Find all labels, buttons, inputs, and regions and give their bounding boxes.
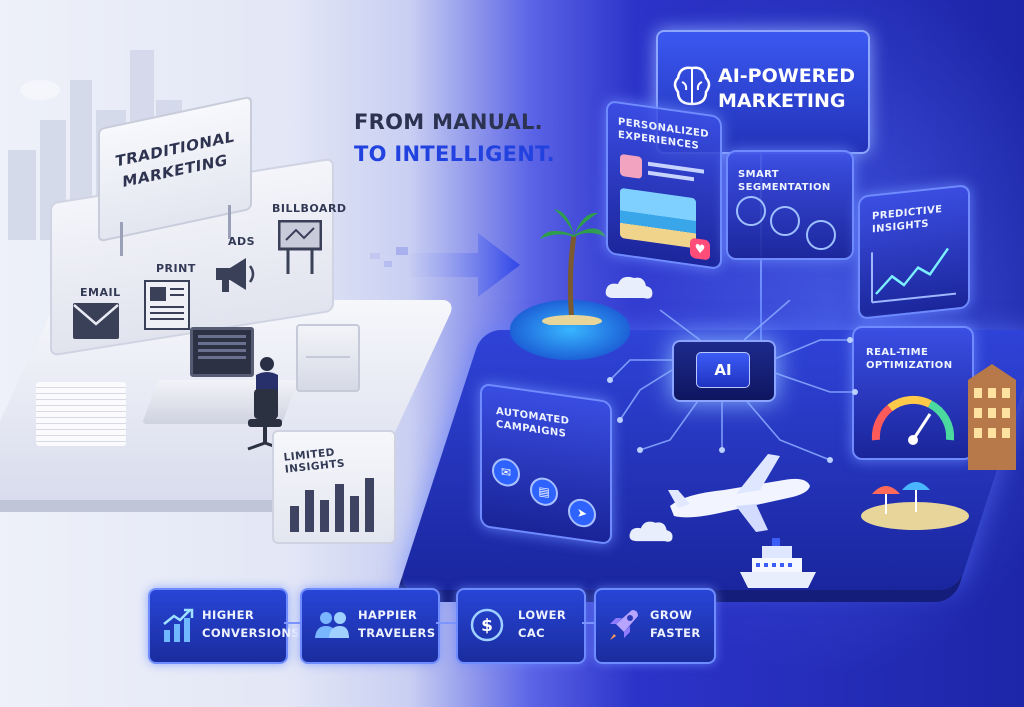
benefit-label: GROW FASTER bbox=[650, 608, 701, 640]
channel-ads-label: ADS bbox=[228, 235, 256, 248]
ai-chip: AI bbox=[672, 340, 776, 402]
personalized-experiences-panel: PERSONALIZED EXPERIENCES ♥ bbox=[606, 99, 722, 271]
sign-post bbox=[120, 222, 123, 256]
sign-post bbox=[228, 205, 231, 239]
real-time-optimization-panel: REAL-TIME OPTIMIZATION bbox=[852, 326, 974, 460]
speedometer-gauge-icon bbox=[871, 395, 955, 445]
user-avatar-icon bbox=[620, 153, 642, 179]
realtime-title: REAL-TIME OPTIMIZATION bbox=[866, 347, 953, 371]
smart-segmentation-panel: SMART SEGMENTATION bbox=[726, 150, 854, 260]
dollar-coin-icon: $ bbox=[470, 608, 504, 642]
ai-title: AI-POWERED MARKETING bbox=[718, 65, 856, 112]
trend-line-icon bbox=[871, 247, 956, 304]
benefit-connector bbox=[284, 622, 300, 624]
rocket-icon bbox=[610, 610, 638, 640]
benefit-connector bbox=[582, 622, 594, 624]
cloud-icon bbox=[605, 276, 653, 299]
benefit-label: HIGHER CONVERSIONS bbox=[202, 608, 301, 640]
channel-print-label: PRINT bbox=[156, 262, 196, 275]
paper-stack bbox=[36, 382, 126, 446]
benefit-label: LOWER CAC bbox=[518, 608, 567, 640]
desktop-monitor-icon bbox=[190, 327, 254, 377]
megaphone-icon bbox=[212, 252, 258, 296]
limited-insights-label: LIMITED INSIGHTS bbox=[283, 446, 346, 476]
user-circle-icon bbox=[736, 196, 766, 226]
monitor-screen bbox=[198, 335, 246, 361]
billboard-icon bbox=[278, 220, 322, 274]
heart-icon: ♥ bbox=[690, 237, 710, 261]
headline-line-2: TO INTELLIGENT. bbox=[354, 142, 555, 166]
limited-insights-card: LIMITED INSIGHTS bbox=[272, 430, 396, 544]
email-circle-icon: ✉ bbox=[492, 456, 520, 489]
predictive-insights-panel: PREDICTIVE INSIGHTS bbox=[858, 184, 970, 320]
benefit-connector bbox=[436, 622, 456, 624]
headline: FROM MANUAL. TO INTELLIGENT. bbox=[354, 110, 555, 166]
channel-billboard-label: BILLBOARD bbox=[272, 202, 347, 215]
brain-icon bbox=[673, 66, 711, 106]
traditional-title: TRADITIONAL MARKETING bbox=[115, 127, 235, 192]
benefit-higher-conversions: HIGHER CONVERSIONS bbox=[148, 588, 301, 664]
bar-chart-up-icon bbox=[163, 608, 194, 642]
automated-title: AUTOMATED CAMPAIGNS bbox=[496, 405, 570, 440]
bar-chart-icon bbox=[290, 478, 374, 532]
newspaper-icon bbox=[144, 280, 190, 330]
cruise-ship-icon bbox=[740, 538, 816, 588]
circuit-lines bbox=[607, 300, 858, 463]
palm-tree-icon bbox=[540, 209, 606, 325]
users-icon bbox=[315, 612, 349, 638]
transition-arrow-icon bbox=[370, 233, 520, 297]
user-circle-icon bbox=[806, 220, 836, 250]
benefit-label: HAPPIER TRAVELERS bbox=[358, 608, 436, 640]
headline-line-1: FROM MANUAL. bbox=[354, 110, 543, 134]
filing-cabinet bbox=[296, 324, 360, 392]
text-line bbox=[648, 170, 694, 182]
predictive-title: PREDICTIVE INSIGHTS bbox=[872, 204, 943, 236]
cabinet-drawer bbox=[306, 366, 350, 384]
personalized-title: PERSONALIZED EXPERIENCES bbox=[618, 116, 709, 152]
envelope-icon bbox=[72, 302, 120, 340]
cloud-icon bbox=[629, 521, 673, 542]
segmentation-title: SMART SEGMENTATION bbox=[738, 169, 831, 193]
beach-photo bbox=[620, 187, 696, 249]
user-circle-icon bbox=[770, 206, 800, 236]
ai-chip-label: AI bbox=[696, 352, 750, 388]
benefit-happier-travelers: HAPPIER TRAVELERS bbox=[300, 588, 440, 664]
airplane-icon bbox=[668, 454, 810, 532]
automated-campaigns-panel: AUTOMATED CAMPAIGNS ✉ ▤ ➤ bbox=[480, 382, 612, 546]
hotel-building-icon bbox=[968, 364, 1016, 470]
benefit-lower-cac: $ LOWER CAC bbox=[456, 588, 586, 664]
chat-circle-icon: ▤ bbox=[530, 475, 558, 508]
svg-text:$: $ bbox=[481, 616, 493, 636]
beach-umbrellas-icon bbox=[861, 482, 969, 530]
benefit-grow-faster: GROW FASTER bbox=[594, 588, 716, 664]
send-circle-icon: ➤ bbox=[568, 497, 596, 530]
cabinet-drawer bbox=[306, 336, 350, 358]
channel-email-label: EMAIL bbox=[80, 286, 121, 299]
